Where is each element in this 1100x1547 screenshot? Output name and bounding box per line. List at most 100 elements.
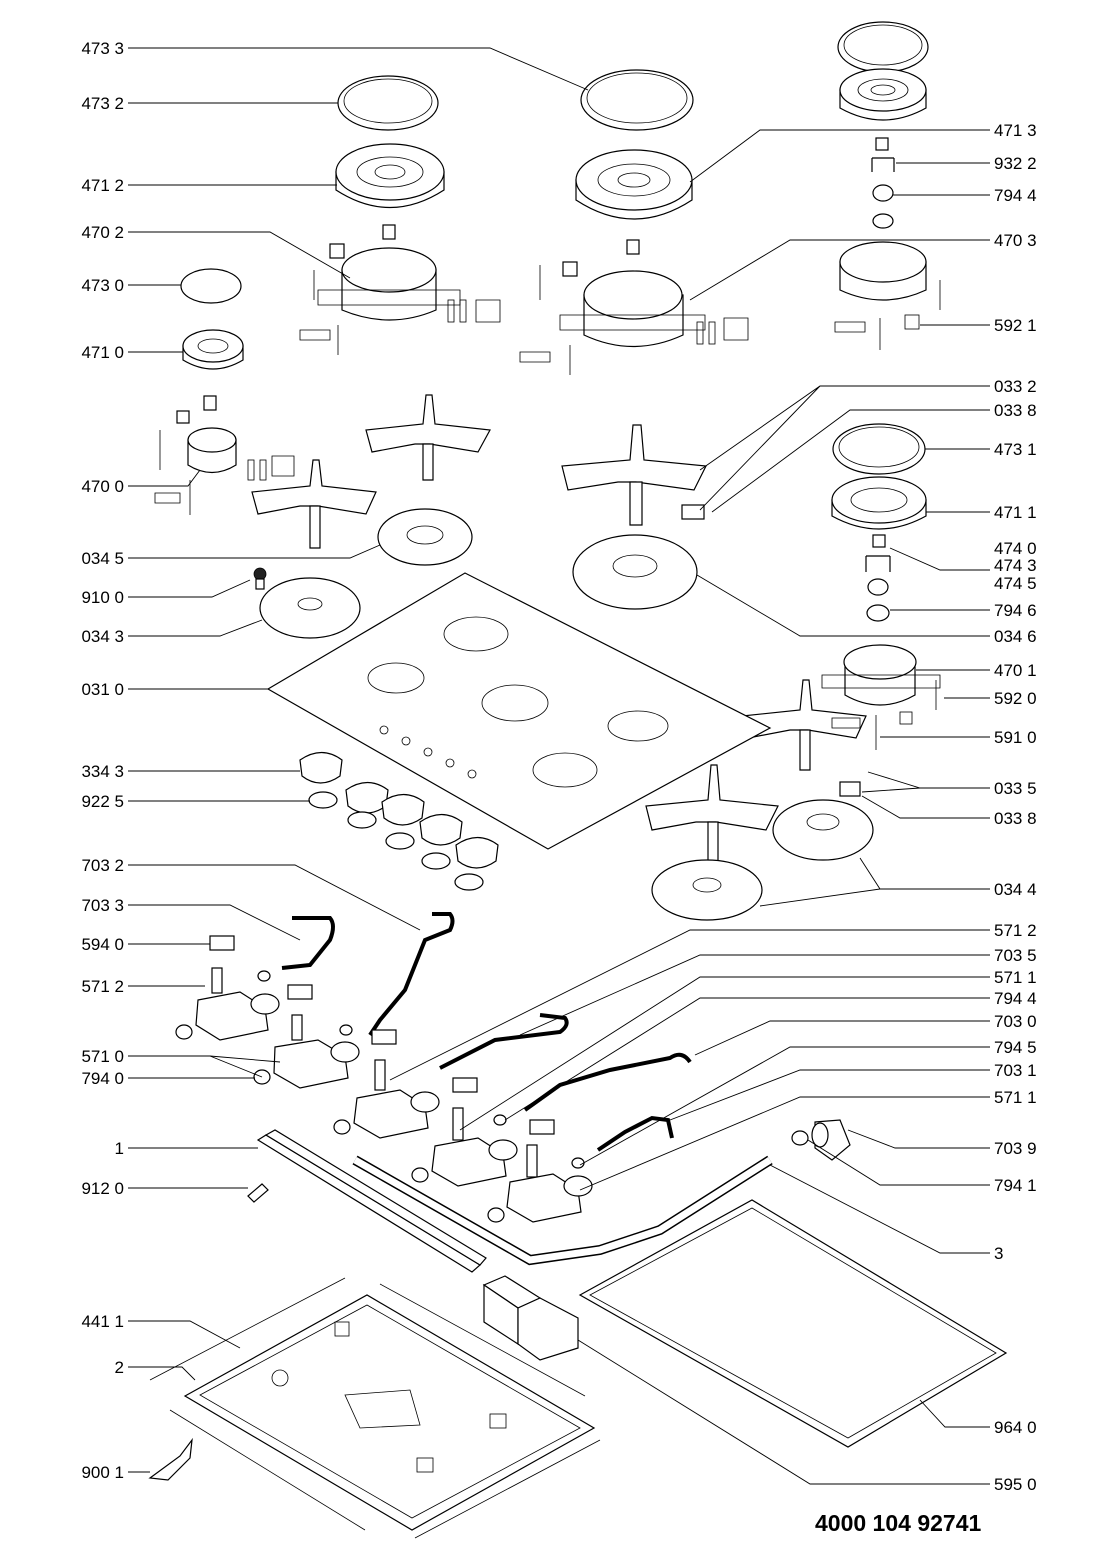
callout-5920: 592 0 (994, 689, 1037, 708)
valve-5710 (273, 1014, 360, 1089)
pan-support-left-lower (251, 459, 377, 549)
callout-4743: 474 3 (994, 556, 1037, 575)
callout-5710: 571 0 (81, 1047, 124, 1066)
callout-7944-lower: 794 4 (994, 989, 1037, 1008)
burner-cap-4731 (832, 423, 926, 475)
callout-0345: 034 5 (81, 549, 124, 568)
callout-4711: 471 1 (994, 503, 1037, 522)
callout-0344: 034 4 (994, 880, 1037, 899)
burner-cap-4732 (337, 75, 439, 131)
hob-top-0310 (266, 572, 772, 850)
burner-body-4701 (821, 644, 941, 750)
right-callouts: 471 3 932 2 794 4 470 3 592 1 033 2 033 … (994, 121, 1037, 1494)
burner-cap-4730 (180, 268, 242, 304)
callout-0335: 033 5 (994, 779, 1037, 798)
callout-5712-right: 571 2 (994, 921, 1037, 940)
burner-crown-4713 (575, 149, 693, 220)
callout-7039: 703 9 (994, 1139, 1037, 1158)
callout-4411: 441 1 (81, 1312, 124, 1331)
bracket-1 (256, 1129, 487, 1273)
elbow-7039 (811, 1119, 851, 1161)
base-tray-4411 (149, 1277, 601, 1539)
callout-4745: 474 5 (994, 574, 1037, 593)
callout-7940: 794 0 (81, 1069, 124, 1088)
gas-rail-3-inner (353, 1156, 772, 1264)
callout-7946: 794 6 (994, 601, 1037, 620)
callout-5940: 594 0 (81, 935, 124, 954)
callout-0338-upper: 033 8 (994, 401, 1037, 420)
pan-support-right (741, 679, 867, 771)
callout-0343: 034 3 (81, 627, 124, 646)
valve-5711-a (431, 1107, 518, 1187)
knob-rings-9225 (308, 791, 484, 891)
burner-body-right-top (834, 241, 941, 350)
callout-4701: 470 1 (994, 661, 1037, 680)
knobs-3343 (299, 751, 499, 869)
callout-0346: 034 6 (994, 627, 1037, 646)
callout-9225: 922 5 (81, 792, 124, 811)
burner-crown-4711 (831, 476, 927, 530)
plate-0346 (572, 534, 698, 610)
callout-4732: 473 2 (81, 94, 124, 113)
burner-cap-top-right (837, 21, 929, 73)
callout-4700: 470 0 (81, 477, 124, 496)
washers-794 (175, 970, 809, 1223)
screw-9120 (247, 1183, 269, 1203)
screw-9100 (253, 567, 267, 590)
callout-2: 2 (115, 1358, 124, 1377)
callout-4731: 473 1 (994, 440, 1037, 459)
callout-9120: 912 0 (81, 1179, 124, 1198)
plate-0344-upper (772, 799, 874, 861)
burner-crown-4712 (335, 143, 445, 209)
clip-033-lower (839, 781, 861, 797)
callout-7035: 703 5 (994, 946, 1037, 965)
valve-5712-left (195, 967, 280, 1041)
burner-crown-top-right (839, 68, 927, 121)
plate-0344-lower (651, 859, 763, 921)
callout-7944-top: 794 4 (994, 186, 1037, 205)
callout-5910: 591 0 (994, 728, 1037, 747)
callout-5711-upper: 571 1 (994, 968, 1037, 987)
callout-7032: 703 2 (81, 856, 124, 875)
callout-7031: 703 1 (994, 1061, 1037, 1080)
plate-0345 (377, 508, 473, 566)
callout-7033: 703 3 (81, 896, 124, 915)
burner-body-4703 (519, 239, 749, 375)
callout-5711-lower: 571 1 (994, 1088, 1037, 1107)
pipe-7031 (596, 1115, 674, 1152)
callout-0310: 031 0 (81, 680, 124, 699)
valve-5711-b (506, 1144, 593, 1223)
injector-stack-right (871, 137, 895, 229)
pipe-7035 (439, 1013, 569, 1070)
plate-0343 (259, 577, 361, 639)
burner-body-4702 (299, 224, 501, 355)
ignition-unit-5950 (482, 1275, 579, 1361)
callout-0338-lower: 033 8 (994, 809, 1037, 828)
pipe-7033 (281, 916, 335, 970)
pipe-7030 (523, 1052, 692, 1112)
callout-3343: 334 3 (81, 762, 124, 781)
callout-7941: 794 1 (994, 1176, 1037, 1195)
gasket-9640 (578, 1199, 1008, 1448)
callout-4703: 470 3 (994, 231, 1037, 250)
valve-5712-center (353, 1059, 440, 1139)
burner-cap-4733 (580, 69, 694, 131)
callout-5921: 592 1 (994, 316, 1037, 335)
callout-0332: 033 2 (994, 377, 1037, 396)
pan-support-left-upper (365, 394, 491, 481)
burner-body-4700 (154, 395, 295, 515)
pipe-7032 (368, 912, 455, 1037)
callout-5712-left: 571 2 (81, 977, 124, 996)
pan-support-lower-right (645, 764, 779, 867)
clips-5940 (209, 935, 555, 1135)
callout-9001: 900 1 (81, 1463, 124, 1482)
document-number: 4000 104 92741 (815, 1510, 982, 1536)
leader-lines (128, 47, 990, 1485)
left-callouts: 473 3 473 2 471 2 470 2 473 0 471 0 470 … (81, 39, 124, 1482)
callout-4712: 471 2 (81, 176, 124, 195)
callout-4733: 473 3 (81, 39, 124, 58)
callout-1: 1 (115, 1139, 124, 1158)
callout-9100: 910 0 (81, 588, 124, 607)
injector-stack-4740 (865, 534, 891, 622)
